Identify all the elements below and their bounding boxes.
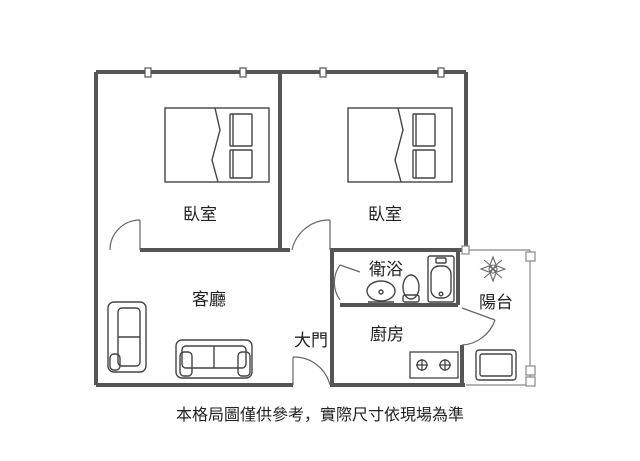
room-label-balcony: 陽台 (479, 293, 513, 313)
room-label-bathroom: 衛浴 (369, 260, 403, 280)
disclaimer-caption: 本格局圖僅供參考，實際尺寸依現場為準 (175, 405, 464, 424)
windows (144, 67, 445, 78)
bed-right (347, 107, 453, 183)
bathroom-sink (366, 280, 396, 303)
plant-icon (479, 255, 507, 283)
washing-machine (475, 349, 517, 381)
room-label-bedroom-right: 臥室 (368, 205, 402, 225)
interior-walls (140, 72, 466, 385)
sofa-left (107, 301, 147, 373)
stove (409, 351, 459, 379)
bed-left (164, 107, 270, 183)
room-label-living-room: 客廳 (192, 290, 226, 310)
toilet (402, 274, 420, 303)
doors (109, 219, 496, 386)
balcony-outline (461, 245, 536, 387)
room-label-main-door: 大門 (294, 331, 328, 351)
room-label-bedroom-left: 臥室 (183, 205, 217, 225)
sofa-bottom (175, 339, 253, 379)
bathtub (427, 255, 455, 303)
room-label-kitchen: 廚房 (370, 324, 404, 345)
